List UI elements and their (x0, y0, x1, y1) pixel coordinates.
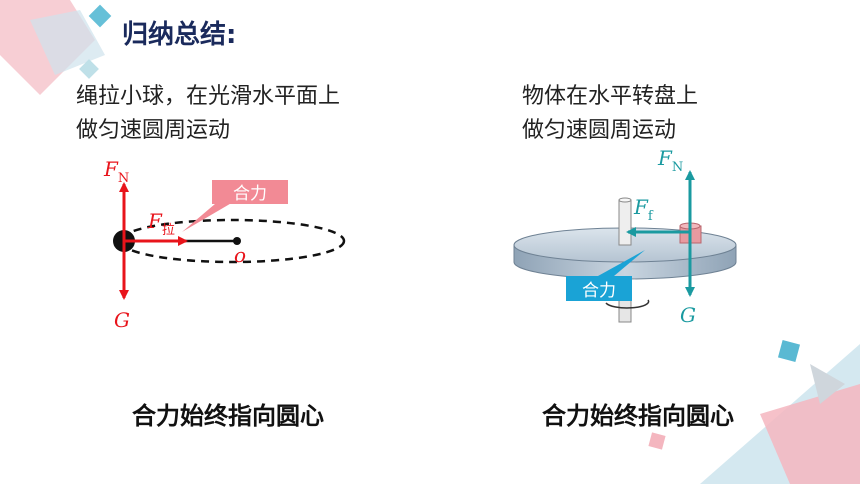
left-fn-letter: F (103, 157, 119, 181)
right-shaft-top (618, 197, 632, 203)
right-conclusion: 合力始终指向圆心 (542, 402, 734, 430)
left-description: 绳拉小球，在光滑水平面上 做匀速圆周运动 (76, 80, 340, 148)
left-tension-sub: 拉 (162, 223, 175, 238)
left-fn-label: FN (103, 157, 129, 186)
right-description-line-1: 物体在水平转盘上 (522, 84, 699, 109)
right-friction-sub: f (648, 209, 654, 224)
left-description-line-1: 绳拉小球，在光滑水平面上 (76, 84, 341, 109)
right-net-force-label: 合力 (582, 281, 616, 301)
left-orbit-path (118, 218, 346, 264)
left-center-point (233, 237, 241, 245)
right-description: 物体在水平转盘上 做匀速圆周运动 (522, 80, 698, 148)
left-net-force-callout (212, 180, 288, 204)
right-friction-label: Ff (633, 195, 654, 224)
page-title: 归纳总结: (122, 20, 237, 50)
right-description-line-2: 做匀速圆周运动 (522, 118, 677, 143)
right-gravity-label: G (680, 303, 696, 327)
right-fn-letter: F (657, 146, 673, 170)
decoration-top-left (0, 0, 112, 95)
left-callout-pointer (182, 198, 240, 232)
left-fn-sub: N (118, 171, 129, 186)
left-conclusion: 合力始终指向圆心 (132, 402, 324, 430)
right-callout-pointer (598, 250, 645, 276)
right-shaft-upper (618, 199, 632, 246)
left-center-label: o (234, 243, 246, 267)
right-net-force-callout (566, 276, 632, 301)
right-fn-sub: N (672, 160, 683, 175)
left-description-line-2: 做匀速圆周运动 (76, 118, 231, 143)
left-gravity-label: G (114, 308, 130, 332)
right-fn-label: FN (657, 146, 683, 175)
right-friction-letter: F (633, 195, 649, 219)
right-rotation-arrow (605, 299, 650, 309)
decoration-bottom-right (648, 339, 860, 484)
left-tension-letter: F (147, 209, 163, 233)
left-net-force-label: 合力 (233, 184, 267, 204)
left-tension-label: F拉 (147, 209, 175, 238)
